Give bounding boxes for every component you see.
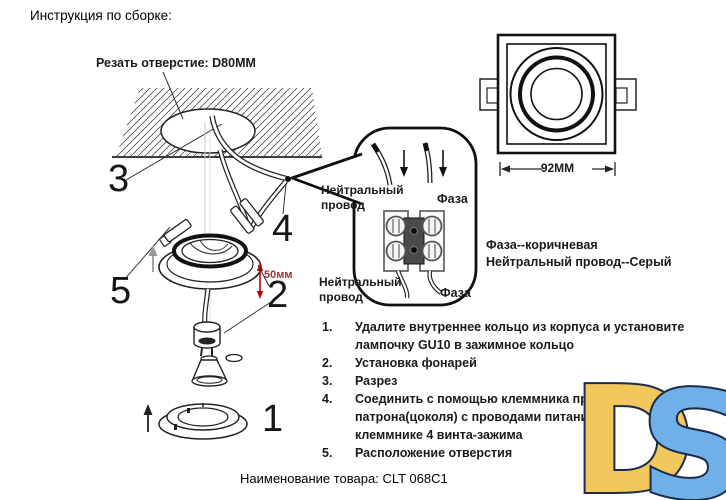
list-item-number: 4. [322, 392, 333, 406]
page-title: Инструкция по сборке: [30, 8, 172, 23]
square-fixture-front-view [479, 33, 637, 155]
assembly-instructions-list: 1. Удалите внутреннее кольцо из корпуса … [322, 318, 726, 462]
list-item-text: Соединить с помощью клеммника про патрон… [355, 390, 726, 444]
mounting-ring-drawing [123, 198, 264, 290]
list-item-line: клеммнике 4 винта-зажима [355, 428, 523, 442]
dimension-arrow-50mm [223, 263, 272, 334]
list-item-number: 5. [322, 446, 333, 460]
product-name-label: Наименование товара: CLT 068C1 [240, 471, 448, 486]
ceiling-cutout-drawing [112, 71, 322, 181]
part-number-3: 3 [108, 158, 130, 200]
list-item-line: Разрез [355, 374, 398, 388]
list-item: 1. Удалите внутреннее кольцо из корпуса … [322, 318, 726, 354]
list-item-text: Расположение отверстия [355, 444, 726, 462]
list-item-number: 1. [322, 320, 333, 334]
logo-letter-s: S [640, 376, 726, 500]
screw-terminal [385, 240, 407, 262]
neutral-wire-label-top: Нейтральный провод [321, 183, 404, 212]
terminal-block [383, 210, 445, 272]
wire-color-neutral: Нейтральный провод--Серый [486, 255, 672, 269]
dimension-arrow-92mm [499, 162, 616, 176]
list-item-text: Удалите внутреннее кольцо из корпуса и у… [355, 318, 726, 354]
gu10-bulb-drawing [191, 288, 243, 387]
spring-clip-right [230, 198, 264, 234]
part-number-1: 1 [262, 398, 284, 440]
part-number-2: 2 [267, 274, 289, 316]
list-item-text: Установка фонарей [355, 354, 726, 372]
list-item-line: патрона(цоколя) с проводами питани [355, 410, 589, 424]
list-item-line: лампочку GU10 в зажимное кольцо [355, 338, 575, 352]
logo-letter-d: D [576, 376, 695, 500]
list-item: 5. Расположение отверстия [322, 444, 726, 462]
phase-wire-label-top: Фаза [437, 192, 468, 206]
down-arrow-icon [439, 150, 447, 177]
inner-ring-drawing [143, 403, 248, 440]
neutral-wire-label-bottom: Нейтральный провод [319, 275, 402, 304]
cut-hole-label: Резать отверстие: D80MM [96, 56, 256, 70]
spring-clip-left [158, 219, 192, 248]
offset-50mm-label: 50мм [264, 269, 293, 281]
part-number-4: 4 [272, 208, 294, 250]
up-arrow-gray-icon [148, 245, 158, 272]
callout-bubble [290, 126, 478, 307]
list-item-text: Разрез [355, 372, 726, 390]
wire-color-phase: Фаза--коричневая [486, 238, 598, 252]
list-item-line: Соединить с помощью клеммника про [355, 392, 596, 406]
ds-logo: D S [576, 376, 726, 500]
list-item-line: Установка фонарей [355, 356, 477, 370]
list-item-line: Удалите внутреннее кольцо из корпуса и у… [355, 320, 685, 334]
down-arrow-icon [400, 150, 408, 177]
fixture-width-label: 92MM [540, 161, 575, 175]
list-item: 4. Соединить с помощью клеммника про пат… [322, 390, 726, 444]
list-item: 2. Установка фонарей [322, 354, 726, 372]
list-item-number: 2. [322, 356, 333, 370]
part-number-5: 5 [110, 270, 132, 312]
list-item: 3. Разрез [322, 372, 726, 390]
screw-terminal [421, 240, 443, 262]
screw-terminal [385, 215, 407, 237]
wire-color-note: Фаза--коричневая Нейтральный провод--Сер… [486, 237, 671, 271]
list-item-line: Расположение отверстия [355, 446, 513, 460]
list-item-number: 3. [322, 374, 333, 388]
up-arrow-icon [143, 404, 153, 432]
phase-wire-label-bottom: Фаза [440, 286, 471, 300]
screw-terminal [421, 215, 443, 237]
